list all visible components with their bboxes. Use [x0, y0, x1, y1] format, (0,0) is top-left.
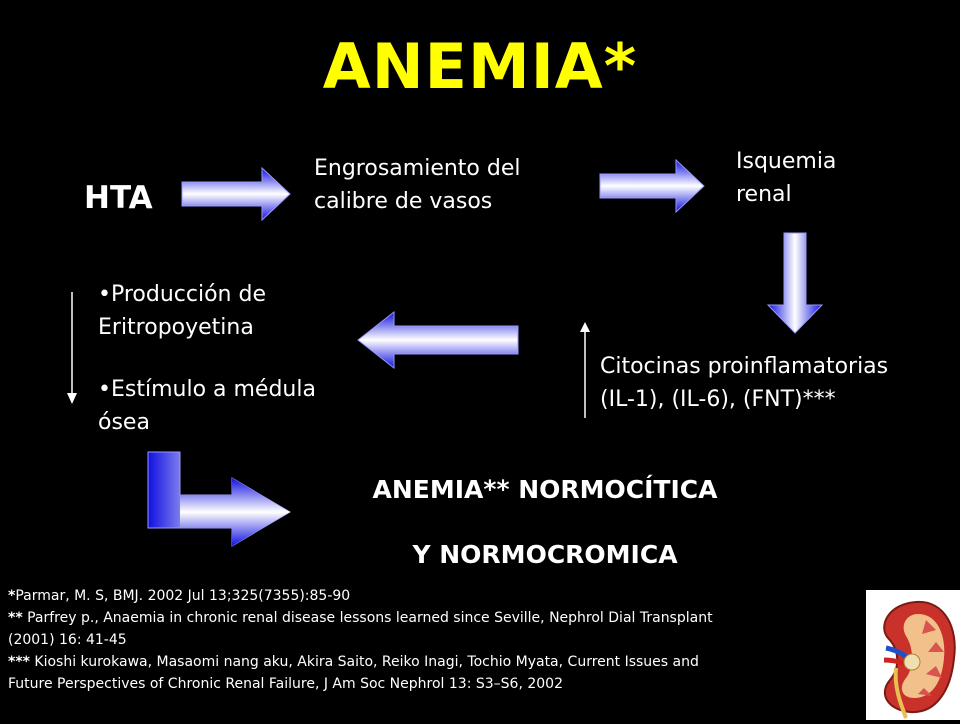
arrow-elbow-icon [147, 451, 291, 547]
reference-3-cont: Future Perspectives of Chronic Renal Fai… [8, 676, 563, 692]
references: *Parmar, M. S, BMJ. 2002 Jul 13;325(7355… [8, 585, 868, 695]
arrow-right-icon [599, 158, 705, 214]
reference-3-text: Kioshi kurokawa, Masaomi nang aku, Akira… [29, 654, 699, 670]
reference-1-text: Parmar, M. S, BMJ. 2002 Jul 13;325(7355)… [15, 588, 351, 604]
kidney-icon [883, 600, 956, 719]
estimulo-label: •Estímulo a médula ósea [98, 377, 316, 435]
citocinas-line-2: (IL-1), (IL-6), (FNT)*** [600, 387, 836, 412]
reference-2-text: Parfrey p., Anaemia in chronic renal dis… [22, 610, 713, 626]
arrow-down-icon [67, 292, 77, 404]
reference-3-mark: *** [8, 654, 30, 670]
isquemia-label: Isquemia renal [736, 149, 837, 207]
reference-1-mark: * [8, 588, 16, 604]
kidney-image [866, 590, 960, 720]
citocinas-label: Citocinas proinflamatorias (IL-1), (IL-6… [600, 350, 952, 416]
hta-label: HTA [84, 180, 153, 216]
reference-2: ** Parfrey p., Anaemia in chronic renal … [8, 607, 868, 629]
reference-2-mark: ** [8, 610, 23, 626]
arrow-left-icon [357, 310, 519, 370]
normocromica-label: Y NORMOCROMICA [412, 540, 678, 569]
arrow-down-icon [766, 232, 824, 334]
slide-title: ANEMIA* [322, 30, 638, 103]
citocinas-line-1: Citocinas proinflamatorias [600, 354, 889, 379]
anemia-normocitica-label: ANEMIA** NORMOCÍTICA [372, 475, 718, 504]
reference-3: *** Kioshi kurokawa, Masaomi nang aku, A… [8, 651, 868, 673]
reference-2-cont: (2001) 16: 41-45 [8, 632, 127, 648]
arrow-right-icon [181, 166, 291, 222]
arrow-up-icon [580, 322, 590, 418]
produccion-label: •Producción de Eritropoyetina [98, 282, 266, 340]
reference-1: *Parmar, M. S, BMJ. 2002 Jul 13;325(7355… [8, 585, 868, 607]
engrosamiento-label: Engrosamiento del calibre de vasos [314, 156, 521, 214]
